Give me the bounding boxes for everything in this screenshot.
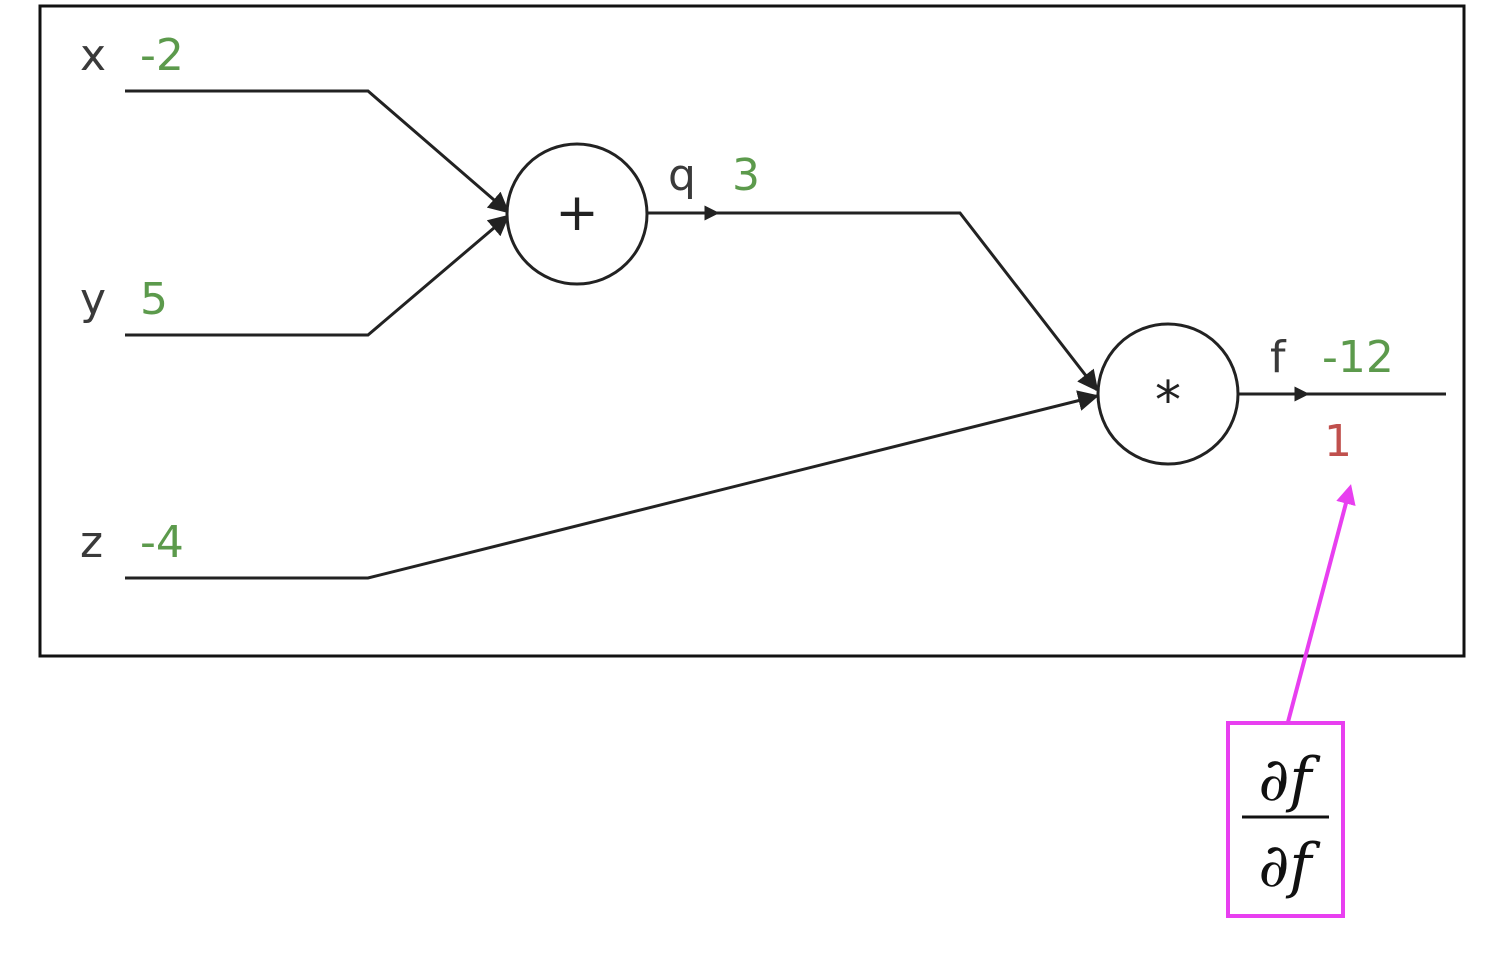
wire-z xyxy=(125,390,1100,580)
input-z-value: -4 xyxy=(140,517,184,568)
wire-q xyxy=(712,211,1099,392)
input-y-name: y xyxy=(80,274,106,325)
intermediate-q-value: 3 xyxy=(732,150,760,201)
intermediate-q-name: q xyxy=(668,150,696,201)
fraction-denominator: ∂f xyxy=(1258,831,1321,901)
input-x-name: x xyxy=(80,30,106,81)
wire-x xyxy=(125,89,510,214)
wire-y xyxy=(125,214,510,337)
add-operator: + xyxy=(555,183,599,243)
input-z-name: z xyxy=(80,517,103,568)
annotation-arrow xyxy=(1286,484,1356,723)
input-y-value: 5 xyxy=(140,274,168,325)
multiply-operator: * xyxy=(1155,371,1181,431)
output-f-gradient: 1 xyxy=(1324,416,1352,467)
annotation-box: ∂f ∂f xyxy=(1226,721,1345,918)
add-node: + xyxy=(505,142,649,286)
output-f-value: -12 xyxy=(1322,332,1394,383)
multiply-node: * xyxy=(1096,322,1240,466)
output-f-name: f xyxy=(1270,332,1287,383)
diagram-frame xyxy=(38,4,1466,658)
fraction-numerator: ∂f xyxy=(1258,745,1321,815)
input-x-value: -2 xyxy=(140,30,184,81)
